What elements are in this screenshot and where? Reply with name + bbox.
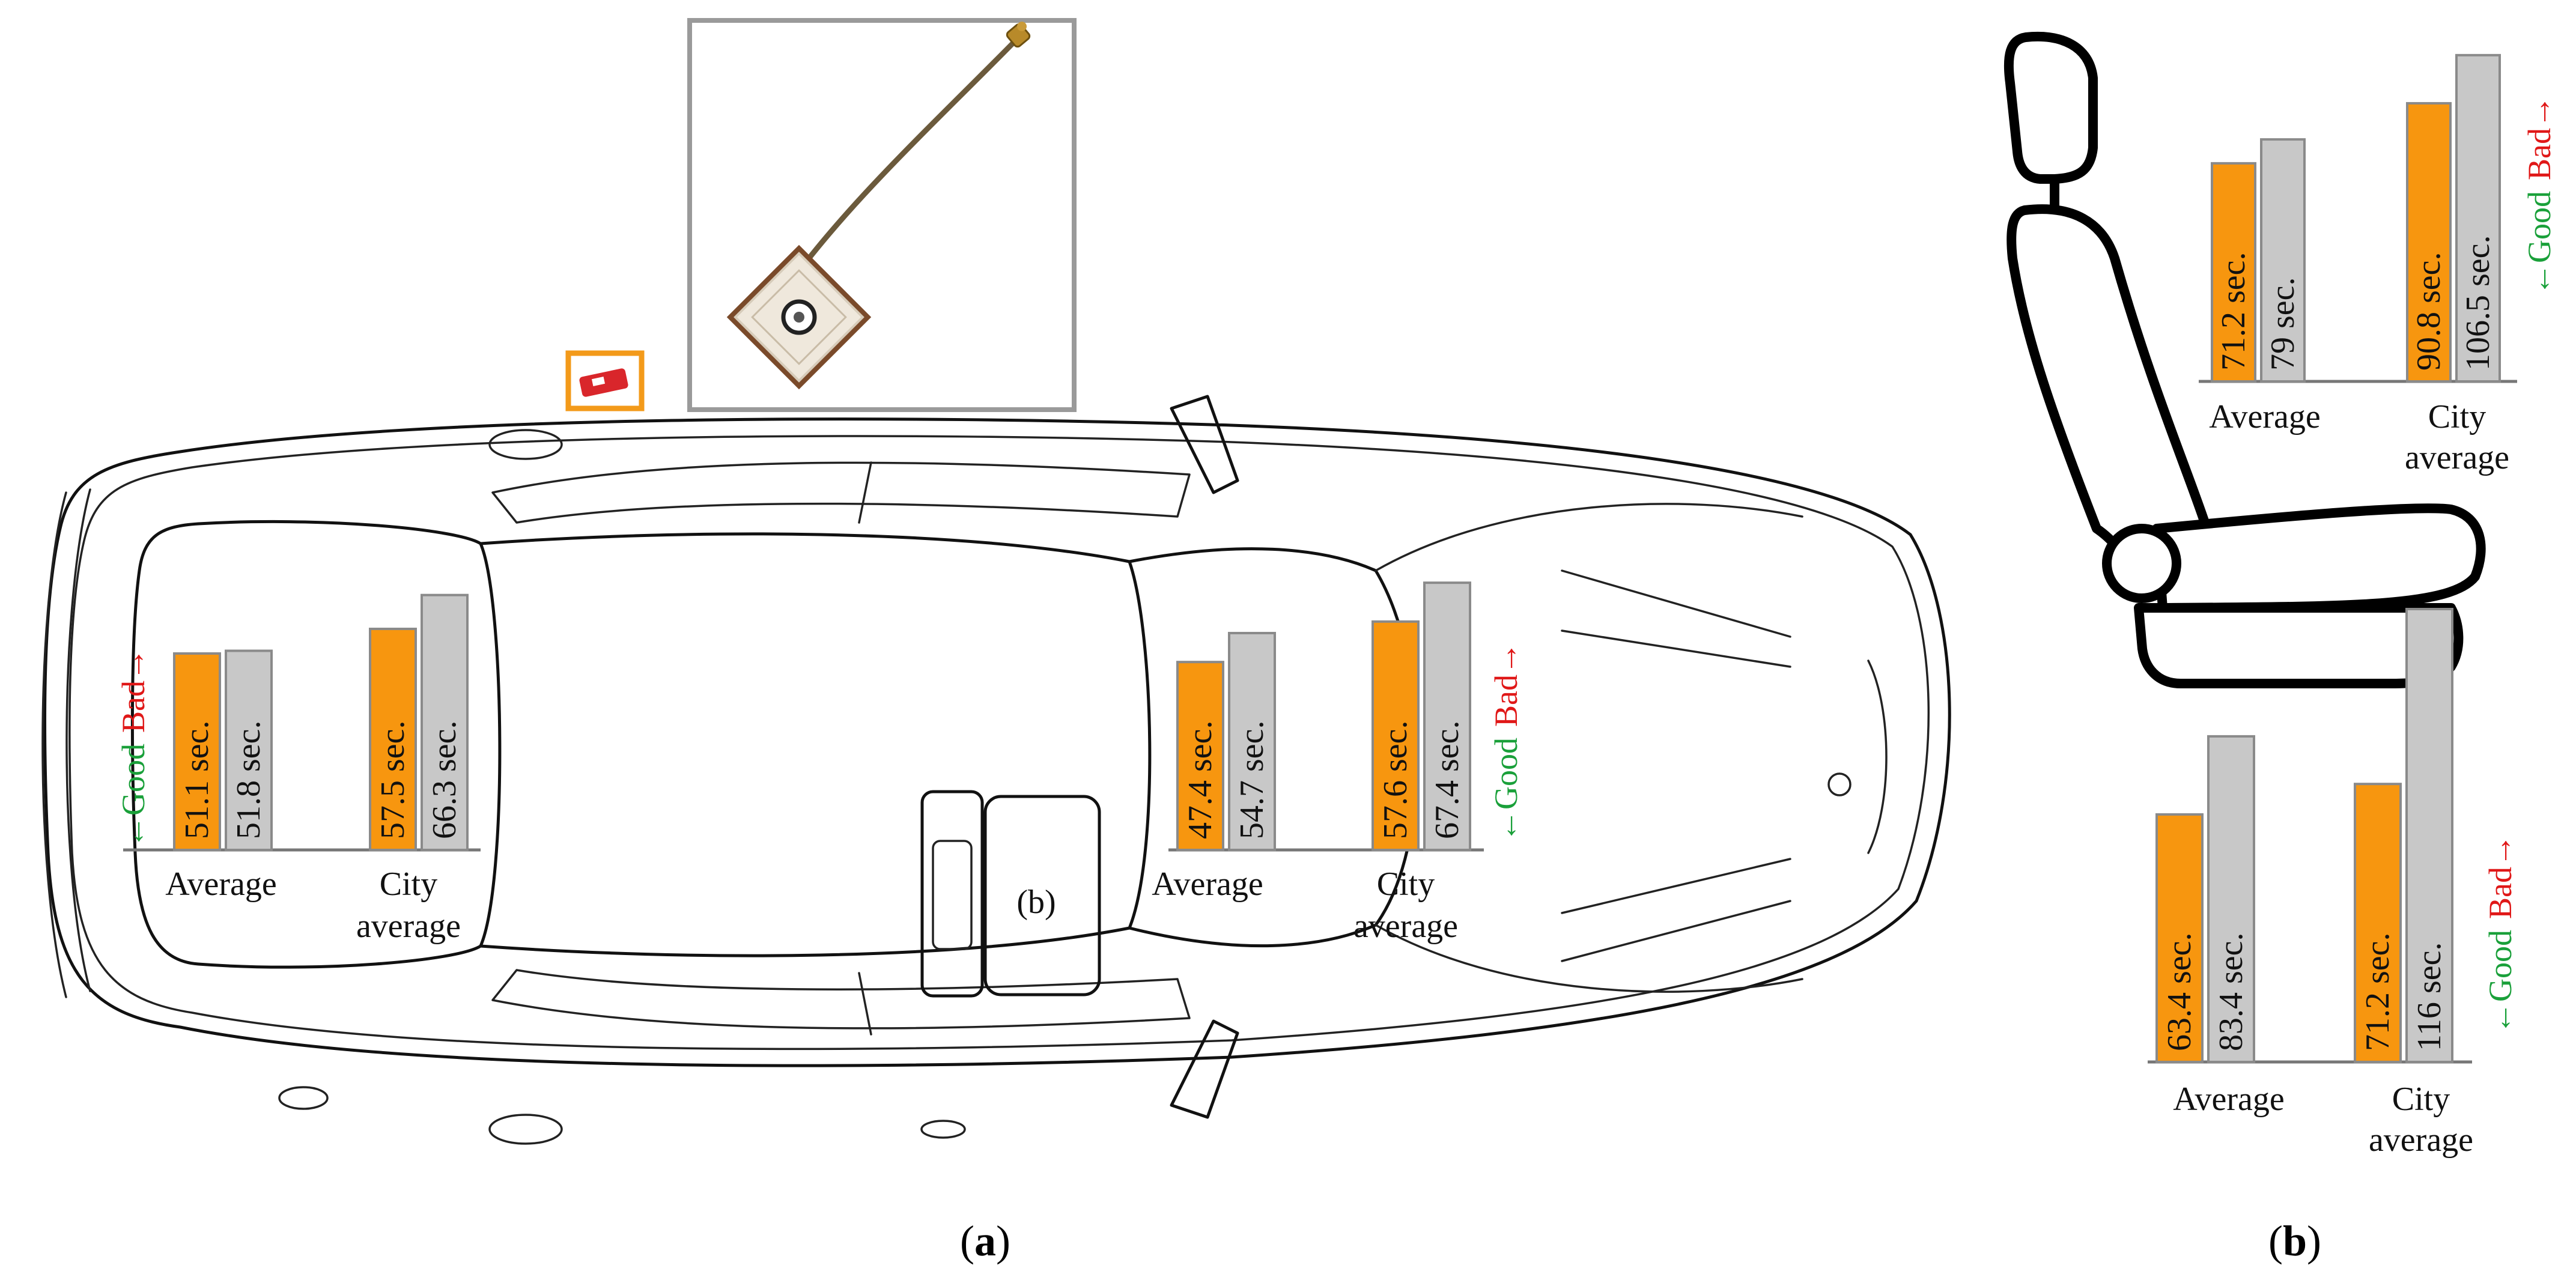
category-label: average [2405, 439, 2509, 476]
category-label: average [1353, 908, 1458, 945]
bar-chart-seat-under: 63.4 sec. 83.4 sec. 71.2 sec. 116 sec. Avera… [2148, 608, 2518, 1159]
bar-rear-dashboard-1-0 [369, 628, 417, 851]
bar-label: 83.4 sec. [2213, 932, 2250, 1051]
category-label: City [2428, 398, 2486, 435]
bar-label: 54.7 sec. [1233, 720, 1271, 839]
good-label: ←Good [115, 744, 151, 848]
bar-front-dashboard-0-1 [1228, 631, 1276, 851]
bar-label: 71.2 sec. [2359, 932, 2396, 1051]
category-label: average [356, 908, 461, 945]
good-label: ←Good [2521, 191, 2557, 296]
direction-indicator: ←Good Bad→ [115, 648, 151, 848]
category-label: City [2392, 1081, 2450, 1118]
bar-chart-seat-back: 71.2 sec. 79 sec. 90.8 sec. 106.5 sec. Avera… [2199, 53, 2557, 476]
direction-indicator: ←Good Bad→ [2482, 834, 2518, 1034]
gps-module-icon [565, 350, 645, 411]
bar-rear-dashboard-1-1 [421, 593, 469, 851]
bar-label: 51.1 sec. [178, 720, 216, 839]
bar-front-dashboard-1-1 [1423, 581, 1471, 851]
car-top-view-icon [41, 395, 1951, 1145]
bar-front-dashboard-0-0 [1176, 661, 1224, 852]
bar-label: 67.4 sec. [1429, 720, 1466, 839]
bad-label: Bad→ [1488, 642, 1524, 727]
bar-label: 79 sec. [2264, 277, 2301, 371]
caption-a-letter: a [974, 1217, 996, 1265]
bad-label: Bad→ [115, 648, 151, 733]
bar-label: 66.3 sec. [426, 720, 463, 839]
charts-layer: 51.1 sec. 51.8 sec. 57.5 sec. 66.3 sec. Aver… [115, 53, 2557, 1159]
caption-b: (b) [2268, 1217, 2321, 1265]
bar-label: 116 sec. [2411, 942, 2448, 1051]
caption-a: (a) [960, 1217, 1010, 1265]
bar-label: 71.2 sec. [2215, 252, 2252, 371]
direction-indicator: ←Good Bad→ [2521, 96, 2557, 296]
bar-seat-back-0-0 [2211, 162, 2256, 383]
bad-label: Bad→ [2482, 834, 2518, 919]
bar-label: 47.4 sec. [1182, 720, 1219, 839]
category-label: Average [165, 866, 277, 903]
bar-seat-back-1-0 [2406, 102, 2452, 383]
bar-seat-under-1-0 [2354, 783, 2402, 1063]
seat-marker-label: (b) [1016, 884, 1056, 921]
bar-rear-dashboard-0-0 [173, 652, 221, 851]
bar-seat-back-0-1 [2260, 138, 2306, 383]
bar-seat-under-0-1 [2207, 735, 2255, 1063]
caption-b-letter: b [2283, 1217, 2307, 1265]
bar-label: 106.5 sec. [2459, 235, 2497, 371]
category-label: City [380, 866, 437, 903]
good-label: ←Good [2482, 930, 2518, 1034]
bar-label: 63.4 sec. [2161, 932, 2198, 1051]
bar-chart-front-dashboard: 47.4 sec. 54.7 sec. 57.6 sec. 67.4 sec. Aver… [1152, 581, 1524, 945]
category-label: City [1377, 866, 1435, 903]
bar-rear-dashboard-0-1 [225, 649, 273, 851]
bar-label: 57.6 sec. [1377, 720, 1414, 839]
bar-seat-back-1-1 [2455, 53, 2501, 383]
direction-indicator: ←Good Bad→ [1488, 642, 1524, 842]
bar-label: 57.5 sec. [374, 720, 412, 839]
bar-seat-under-1-1 [2405, 608, 2453, 1063]
bar-label: 90.8 sec. [2410, 252, 2447, 371]
bar-chart-rear-dashboard: 51.1 sec. 51.8 sec. 57.5 sec. 66.3 sec. Aver… [115, 593, 481, 945]
good-label: ←Good [1488, 738, 1524, 842]
bar-front-dashboard-1-0 [1372, 620, 1420, 851]
category-label: Average [2209, 398, 2321, 435]
category-label: Average [2173, 1081, 2285, 1118]
bar-label: 51.8 sec. [230, 720, 267, 839]
bar-seat-under-0-0 [2155, 813, 2204, 1064]
gps-antenna-inset [687, 18, 1077, 412]
bad-label: Bad→ [2521, 96, 2557, 180]
category-label: average [2369, 1121, 2473, 1159]
category-label: Average [1152, 866, 1263, 903]
